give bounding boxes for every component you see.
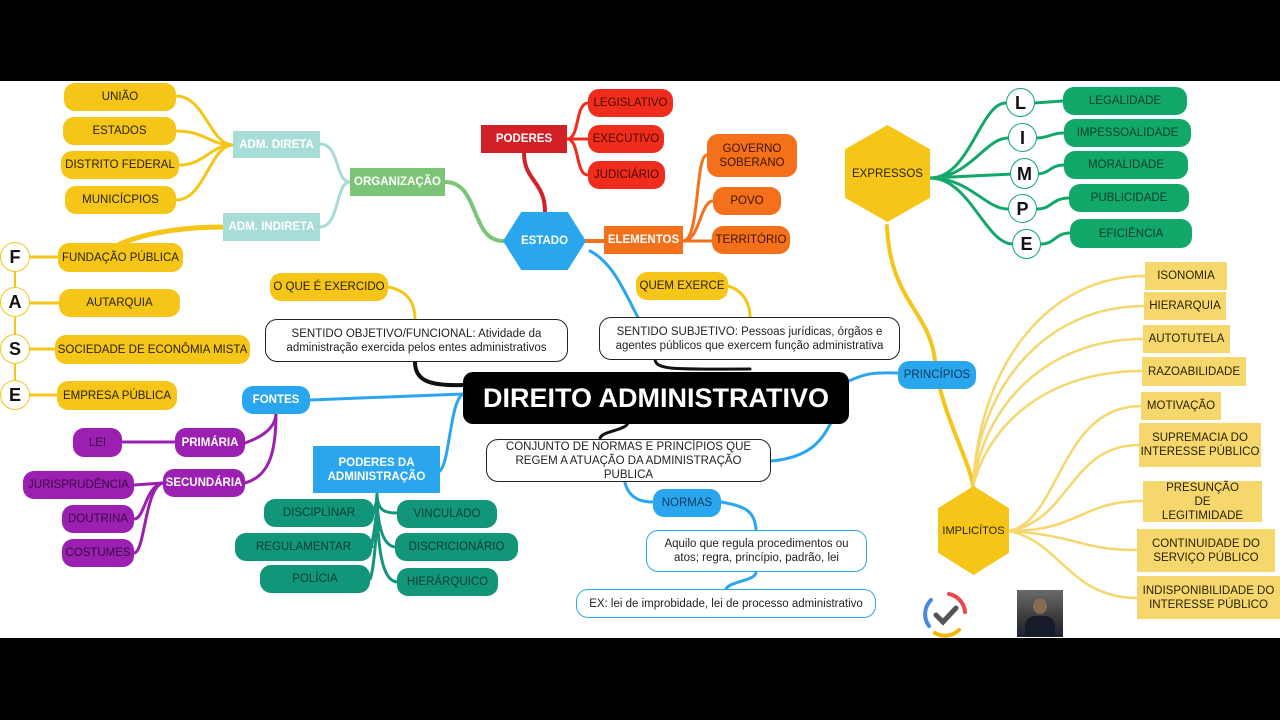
node-legislativo[interactable]: LEGISLATIVO xyxy=(588,89,673,117)
node-uniao[interactable]: UNIÃO xyxy=(64,83,176,111)
connectors xyxy=(14,94,1147,600)
node-razoabilidade[interactable]: RAZOABILIDADE xyxy=(1142,357,1246,386)
node-sociedade-economia-mista[interactable]: SOCIEDADE DE ECONÔMIA MISTA xyxy=(55,335,250,364)
node-definicao[interactable]: CONJUNTO DE NORMAS E PRINCÍPIOS QUE REGE… xyxy=(486,439,771,482)
letter-i: I xyxy=(1008,123,1037,152)
node-legalidade[interactable]: LEGALIDADE xyxy=(1063,87,1187,115)
node-governo-soberano[interactable]: GOVERNO SOBERANO xyxy=(707,134,797,177)
letter-a: A xyxy=(0,287,30,317)
node-vinculado[interactable]: VINCULADO xyxy=(397,500,497,528)
node-presuncao[interactable]: PRESUNÇÃO DE LEGITIMIDADE xyxy=(1143,481,1262,522)
node-isonomia[interactable]: ISONOMIA xyxy=(1145,262,1227,290)
node-adm-indireta[interactable]: ADM. INDIRETA xyxy=(223,213,320,241)
node-estado[interactable]: ESTADO xyxy=(503,212,586,270)
node-poderes-da-administracao[interactable]: PODERES DA ADMINISTRAÇÃO xyxy=(313,446,440,493)
node-secundaria[interactable]: SECUNDÁRIA xyxy=(163,469,245,497)
node-autotutela[interactable]: AUTOTUTELA xyxy=(1143,325,1230,353)
letter-f: F xyxy=(0,242,30,272)
node-o-que-e-exercido[interactable]: O QUE É EXERCIDO xyxy=(270,273,388,301)
letter-e: E xyxy=(0,380,30,410)
node-fontes[interactable]: FONTES xyxy=(242,386,310,414)
node-eficiencia[interactable]: EFICIÊNCIA xyxy=(1070,219,1192,248)
letter-l: L xyxy=(1006,88,1035,117)
central-topic-direito-administrativo[interactable]: DIREITO ADMINISTRATIVO xyxy=(463,372,849,424)
node-judiciario[interactable]: JUDICIÁRIO xyxy=(588,161,665,189)
node-fundacao-publica[interactable]: FUNDAÇÃO PÚBLICA xyxy=(58,243,183,272)
node-poderes[interactable]: PODERES xyxy=(481,125,567,153)
node-moralidade[interactable]: MORALIDADE xyxy=(1064,151,1188,179)
node-povo[interactable]: POVO xyxy=(713,187,781,215)
node-hierarquico[interactable]: HIERÁRQUICO xyxy=(397,568,498,596)
node-executivo[interactable]: EXECUTIVO xyxy=(588,125,664,153)
letter-p: P xyxy=(1008,194,1037,223)
node-indisponibilidade[interactable]: INDISPONIBILIDADE DO INTERESSE PÚBLICO xyxy=(1137,576,1280,619)
node-continuidade[interactable]: CONTINUIDADE DO SERVIÇO PÚBLICO xyxy=(1137,529,1275,572)
presenter-thumbnail xyxy=(1017,590,1063,637)
node-discricionario[interactable]: DISCRICIONÁRIO xyxy=(395,533,518,561)
letter-e2: E xyxy=(1012,229,1041,259)
node-jurisprudencia[interactable]: JURISPRUDÊNCIA xyxy=(23,471,134,499)
node-doutrina[interactable]: DOUTRINA xyxy=(62,505,134,533)
node-normas[interactable]: NORMAS xyxy=(653,489,721,517)
node-disciplinar[interactable]: DISCIPLINAR xyxy=(264,499,374,527)
node-elementos[interactable]: ELEMENTOS xyxy=(604,226,683,254)
node-policia[interactable]: POLÍCIA xyxy=(260,565,370,593)
mind-map-canvas: UNIÃO ESTADOS DISTRITO FEDERAL MUNICÍCPI… xyxy=(0,81,1280,638)
node-hierarquia[interactable]: HIERARQUIA xyxy=(1144,292,1226,320)
node-empresa-publica[interactable]: EMPRESA PÚBLICA xyxy=(57,381,177,410)
node-estados[interactable]: ESTADOS xyxy=(63,117,176,145)
letter-m: M xyxy=(1010,158,1039,189)
checkmark-ring-icon xyxy=(923,592,967,638)
node-motivacao[interactable]: MOTIVAÇÃO xyxy=(1141,392,1221,420)
node-normas-definicao[interactable]: Aquilo que regula procedimentos ou atos;… xyxy=(646,530,867,572)
node-primaria[interactable]: PRIMÁRIA xyxy=(175,428,245,457)
node-municipios[interactable]: MUNICÍCPIOS xyxy=(65,186,176,214)
node-supremacia[interactable]: SUPREMACIA DO INTERESSE PÚBLICO xyxy=(1139,423,1261,467)
node-regulamentar[interactable]: REGULAMENTAR xyxy=(235,533,372,561)
node-principios[interactable]: PRINCÍPIOS xyxy=(898,361,976,389)
node-organizacao[interactable]: ORGANIZAÇÃO xyxy=(350,168,445,196)
node-sentido-objetivo[interactable]: SENTIDO OBJETIVO/FUNCIONAL: Atividade da… xyxy=(265,319,568,362)
node-territorio[interactable]: TERRITÓRIO xyxy=(712,226,790,254)
letter-s: S xyxy=(0,334,30,364)
node-lei[interactable]: LEI xyxy=(73,428,122,457)
node-sentido-subjetivo[interactable]: SENTIDO SUBJETIVO: Pessoas jurídicas, ór… xyxy=(599,317,900,360)
node-normas-exemplo[interactable]: EX: lei de improbidade, lei de processo … xyxy=(576,589,876,618)
node-costumes[interactable]: COSTUMES xyxy=(62,539,134,567)
node-distrito-federal[interactable]: DISTRITO FEDERAL xyxy=(61,151,179,179)
node-quem-exerce[interactable]: QUEM EXERCE xyxy=(636,272,728,300)
node-impessoalidade[interactable]: IMPESSOALIDADE xyxy=(1064,119,1191,147)
node-expressos[interactable]: EXPRESSOS xyxy=(845,125,930,222)
node-autarquia[interactable]: AUTARQUIA xyxy=(59,289,180,317)
node-adm-direta[interactable]: ADM. DIRETA xyxy=(233,131,320,158)
node-publicidade[interactable]: PUBLICIDADE xyxy=(1069,184,1189,212)
